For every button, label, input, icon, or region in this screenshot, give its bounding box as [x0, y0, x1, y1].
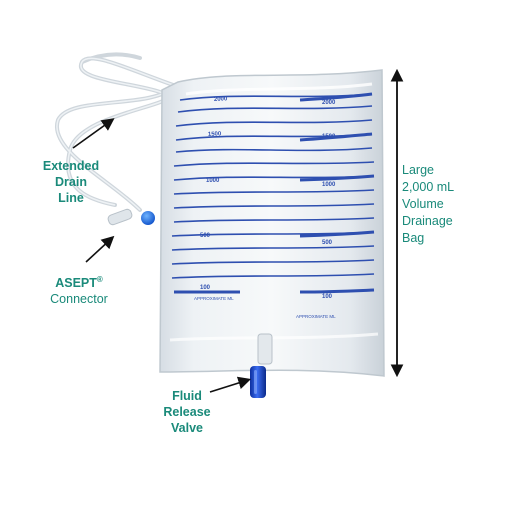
graduation-left-1500: 1500 — [208, 131, 222, 138]
label-large-volume-bag: Large 2,000 mL Volume Drainage Bag — [402, 163, 455, 245]
arrow-valve — [209, 376, 252, 393]
arrow-connector — [85, 235, 115, 263]
graduation-right-100: 100 — [322, 294, 333, 300]
label-asept-connector: ASEPT® Connector — [50, 275, 108, 307]
graduation-left-100: 100 — [200, 285, 211, 291]
label-extended-drain-line: Extended Drain Line — [42, 159, 100, 205]
graduation-footer-left: APPROXIMATE ML — [194, 296, 234, 301]
graduation-right-2000: 2000 — [322, 100, 336, 106]
graduation-footer-right: APPROXIMATE ML — [296, 314, 336, 319]
graduation-right-1500: 1500 — [322, 134, 336, 140]
graduation-left-500: 500 — [200, 233, 211, 239]
fluid-release-valve — [250, 333, 273, 398]
graduation-left-1000: 1000 — [206, 178, 220, 184]
asept-connector — [107, 208, 155, 226]
arrow-drain-line — [72, 118, 115, 149]
graduation-right-1000: 1000 — [322, 182, 336, 188]
drainage-bag — [159, 69, 385, 377]
graduation-left-2000: 2000 — [214, 96, 228, 103]
label-fluid-release-valve: Fluid Release Valve — [163, 389, 211, 435]
graduation-right-500: 500 — [322, 240, 333, 246]
